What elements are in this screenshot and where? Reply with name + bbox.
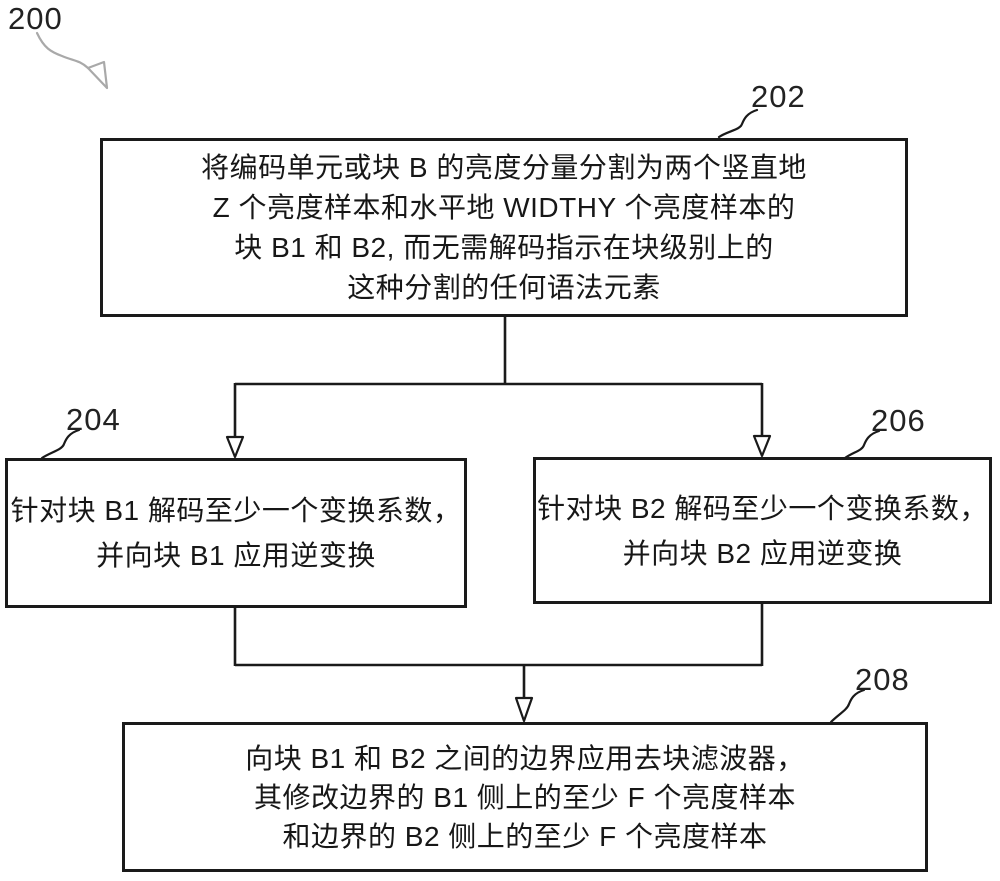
figure-ref-arrow (35, 31, 109, 90)
step-204-text: 针对块 B1 解码至少一个变换系数， 并向块 B1 应用逆变换 (8, 488, 464, 578)
arrowhead-208 (514, 696, 534, 723)
step-204-line-2: 并向块 B1 应用逆变换 (96, 540, 376, 571)
step-208-line-1: 向块 B1 和 B2 之间的边界应用去块滤波器， (245, 742, 805, 774)
ref-label-202: 202 (751, 79, 806, 114)
step-202-line-4: 这种分割的任何语法元素 (347, 271, 661, 303)
arrowhead-204 (225, 435, 245, 459)
figure-ref-label: 200 (8, 1, 63, 36)
step-204-line-1: 针对块 B1 解码至少一个变换系数， (10, 495, 462, 526)
step-208-line-3: 和边界的 B2 侧上的至少 F 个亮度样本 (282, 820, 768, 852)
step-box-204: 针对块 B1 解码至少一个变换系数， 并向块 B1 应用逆变换 (5, 458, 467, 608)
connector-merge-208 (514, 664, 534, 723)
leader-208 (829, 688, 866, 724)
step-box-206: 针对块 B2 解码至少一个变换系数， 并向块 B2 应用逆变换 (533, 457, 992, 604)
step-202-line-3: 块 B1 和 B2, 而无需解码指示在块级别上的 (234, 231, 774, 263)
step-202-line-2: Z 个亮度样本和水平地 WIDTHY 个亮度样本的 (212, 191, 796, 223)
step-206-line-1: 针对块 B2 解码至少一个变换系数， (537, 492, 988, 524)
step-206-text: 针对块 B2 解码至少一个变换系数， 并向块 B2 应用逆变换 (536, 486, 989, 576)
connector-202-206 (752, 383, 772, 458)
leader-202 (717, 108, 759, 139)
ref-label-208: 208 (855, 662, 910, 697)
step-208-text: 向块 B1 和 B2 之间的边界应用去块滤波器， 其修改边界的 B1 侧上的至少… (125, 739, 925, 856)
ref-label-206: 206 (871, 403, 926, 438)
ref-label-204: 204 (66, 402, 121, 437)
step-202-text: 将编码单元或块 B 的亮度分量分割为两个竖直地 Z 个亮度样本和水平地 WIDT… (103, 148, 905, 308)
leader-204 (40, 428, 81, 460)
connector-202-204 (225, 383, 245, 459)
step-202-line-1: 将编码单元或块 B 的亮度分量分割为两个竖直地 (201, 151, 807, 183)
arrowhead-206 (752, 434, 772, 458)
step-box-202: 将编码单元或块 B 的亮度分量分割为两个竖直地 Z 个亮度样本和水平地 WIDT… (100, 138, 908, 317)
step-208-line-2: 其修改边界的 B1 侧上的至少 F 个亮度样本 (254, 781, 796, 813)
step-box-208: 向块 B1 和 B2 之间的边界应用去块滤波器， 其修改边界的 B1 侧上的至少… (122, 722, 928, 872)
leader-206 (843, 429, 881, 460)
step-206-line-2: 并向块 B2 应用逆变换 (622, 537, 903, 569)
